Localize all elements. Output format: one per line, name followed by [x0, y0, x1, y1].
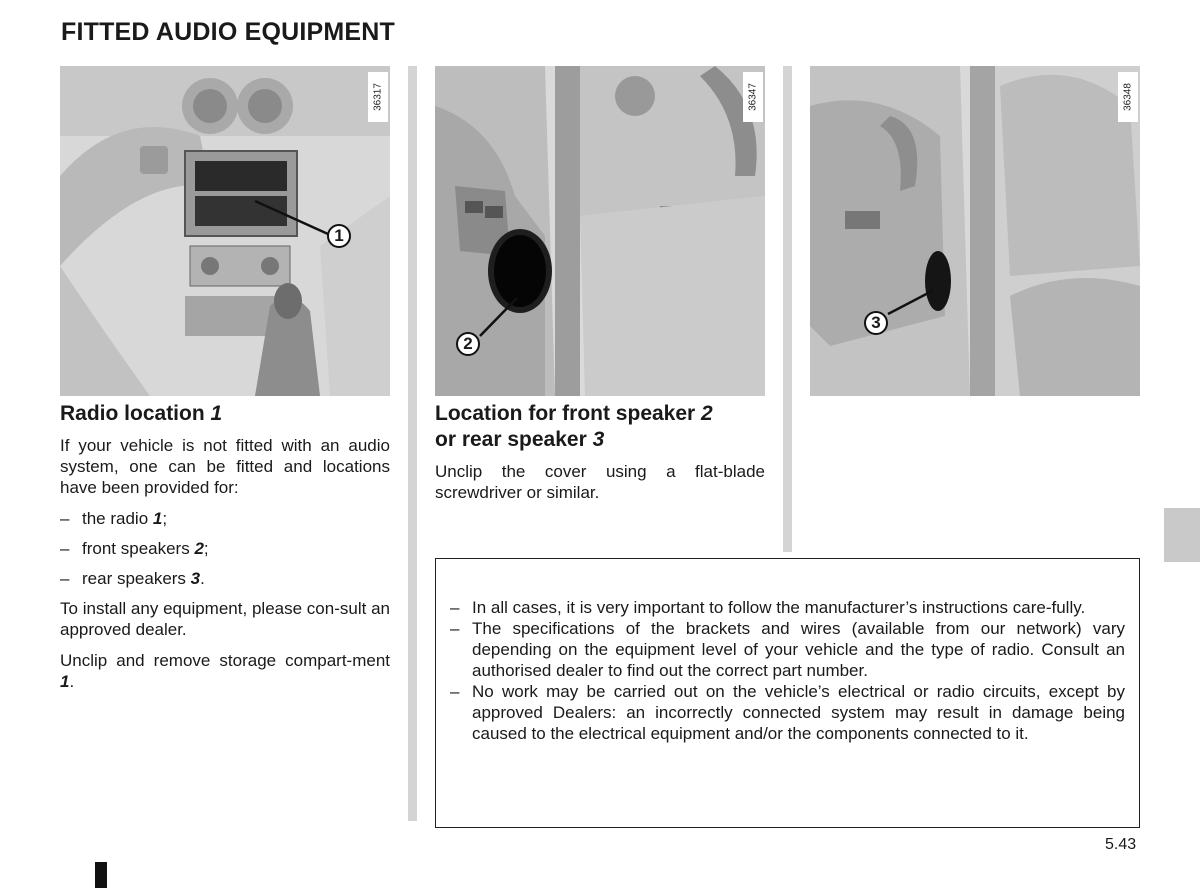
notice-box: –In all cases, it is very important to f…	[435, 558, 1140, 828]
callout-marker-1: 1	[327, 224, 351, 248]
rear-speaker-illustration: 36348 3	[810, 66, 1140, 396]
page-title: FITTED AUDIO EQUIPMENT	[61, 18, 396, 46]
column-divider-right	[783, 66, 792, 552]
list-item: – front speakers 2;	[60, 539, 209, 558]
figure-code-label: 36317	[368, 72, 388, 122]
section-heading: Radio location 1	[60, 402, 223, 425]
page-edge-mark	[95, 862, 107, 888]
section-thumb-tab	[1164, 508, 1200, 562]
section-heading: Location for front speaker 2 or rear spe…	[435, 402, 713, 451]
page-number: 5.43	[1105, 836, 1137, 853]
list-item: – the radio 1;	[60, 509, 168, 528]
intro-paragraph: If your vehicle is not fitted with an au…	[60, 436, 390, 497]
radio-location-illustration: 36317 1	[60, 66, 390, 396]
list-item: – rear speakers 3.	[60, 569, 205, 588]
notice-item: –No work may be carried out on the vehic…	[450, 682, 1125, 743]
speaker-location-section: Location for front speaker 2 or rear spe…	[435, 398, 765, 513]
notice-item: –In all cases, it is very important to f…	[450, 598, 1086, 617]
install-paragraph: To install any equipment, please con-sul…	[60, 599, 390, 639]
notice-item: –The specifications of the brackets and …	[450, 619, 1125, 680]
front-speaker-illustration: 36347 2	[435, 66, 765, 396]
unclip-paragraph: Unclip and remove storage compart-ment 1…	[60, 651, 390, 691]
figure-code-label: 36347	[743, 72, 763, 122]
callout-marker-3: 3	[864, 311, 888, 335]
callout-marker-2: 2	[456, 332, 480, 356]
column-divider-left	[408, 66, 417, 821]
radio-location-section: Radio location 1 If your vehicle is not …	[60, 398, 390, 702]
figure-code-label: 36348	[1118, 72, 1138, 122]
speaker-paragraph: Unclip the cover using a flat-blade scre…	[435, 462, 765, 502]
